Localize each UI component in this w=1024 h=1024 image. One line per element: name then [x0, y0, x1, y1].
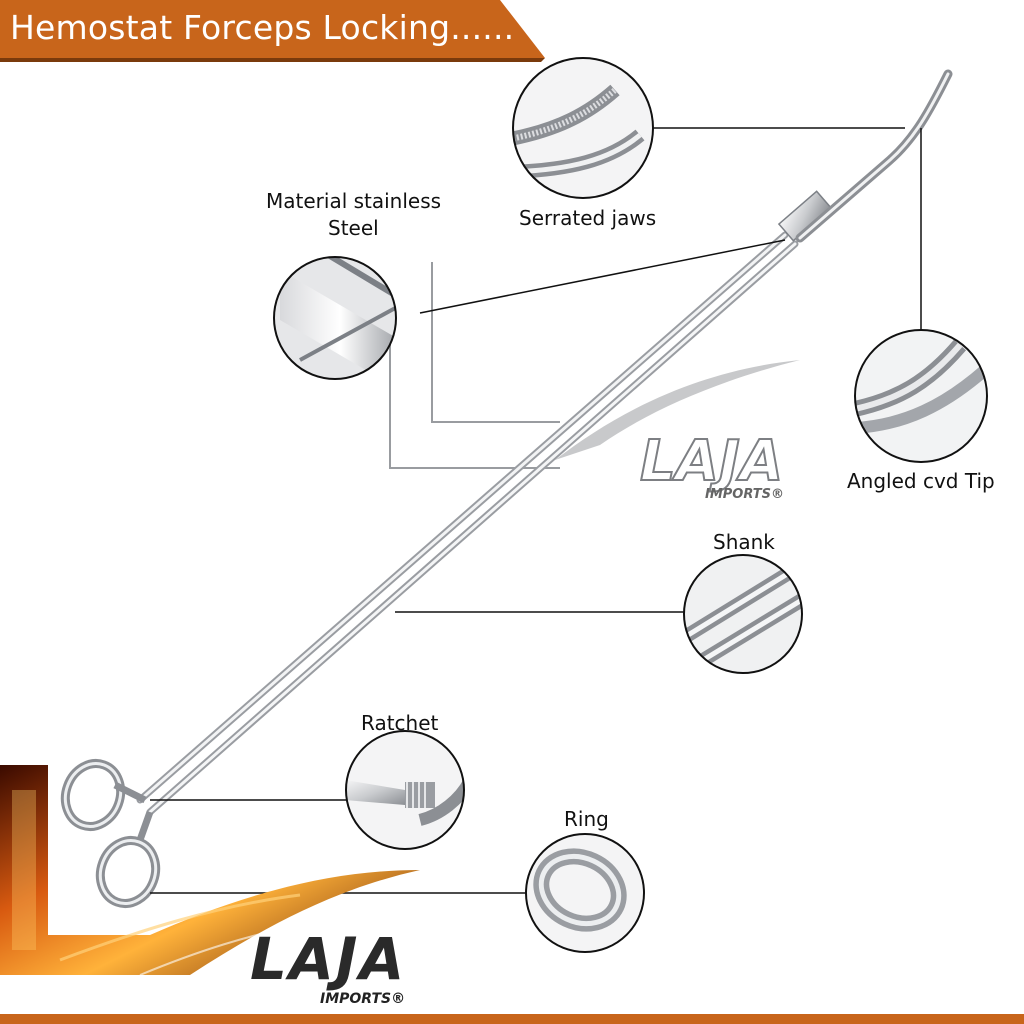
brand-logo-sub-text: IMPORTS	[320, 991, 392, 1007]
hemostat-forceps-icon	[60, 69, 953, 908]
callout-ring	[525, 833, 645, 953]
callout-material	[273, 256, 397, 380]
label-serrated-jaws: Serrated jaws	[519, 206, 657, 230]
bottom-bar	[0, 1014, 1024, 1024]
callout-serrated-jaws	[512, 57, 654, 199]
title-banner	[0, 0, 545, 62]
callout-angled-tip	[854, 329, 988, 463]
callout-ratchet	[345, 730, 465, 850]
callout-shank	[683, 554, 803, 674]
brand-logo-mark: ®	[391, 991, 406, 1007]
svg-text:IMPORTS®: IMPORTS®	[705, 487, 784, 502]
brand-logo: LAJA IMPORTS®	[250, 925, 430, 1010]
page-title: Hemostat Forceps Locking......	[10, 8, 515, 47]
callout-lines	[150, 127, 922, 894]
label-ring: Ring	[564, 807, 609, 831]
label-ratchet: Ratchet	[361, 711, 439, 735]
svg-text:LAJA: LAJA	[640, 429, 783, 494]
label-material-line1: Material stainless	[266, 189, 442, 213]
fire-swoosh-icon	[0, 765, 420, 976]
brand-logo-name: LAJA	[250, 925, 407, 993]
label-material-line2: Steel	[328, 216, 379, 240]
brand-logo-sub: IMPORTS®	[320, 991, 405, 1007]
watermark-logo: LAJA IMPORTS®	[389, 262, 800, 502]
label-angled-tip: Angled cvd Tip	[847, 469, 995, 493]
label-shank: Shank	[713, 530, 775, 554]
